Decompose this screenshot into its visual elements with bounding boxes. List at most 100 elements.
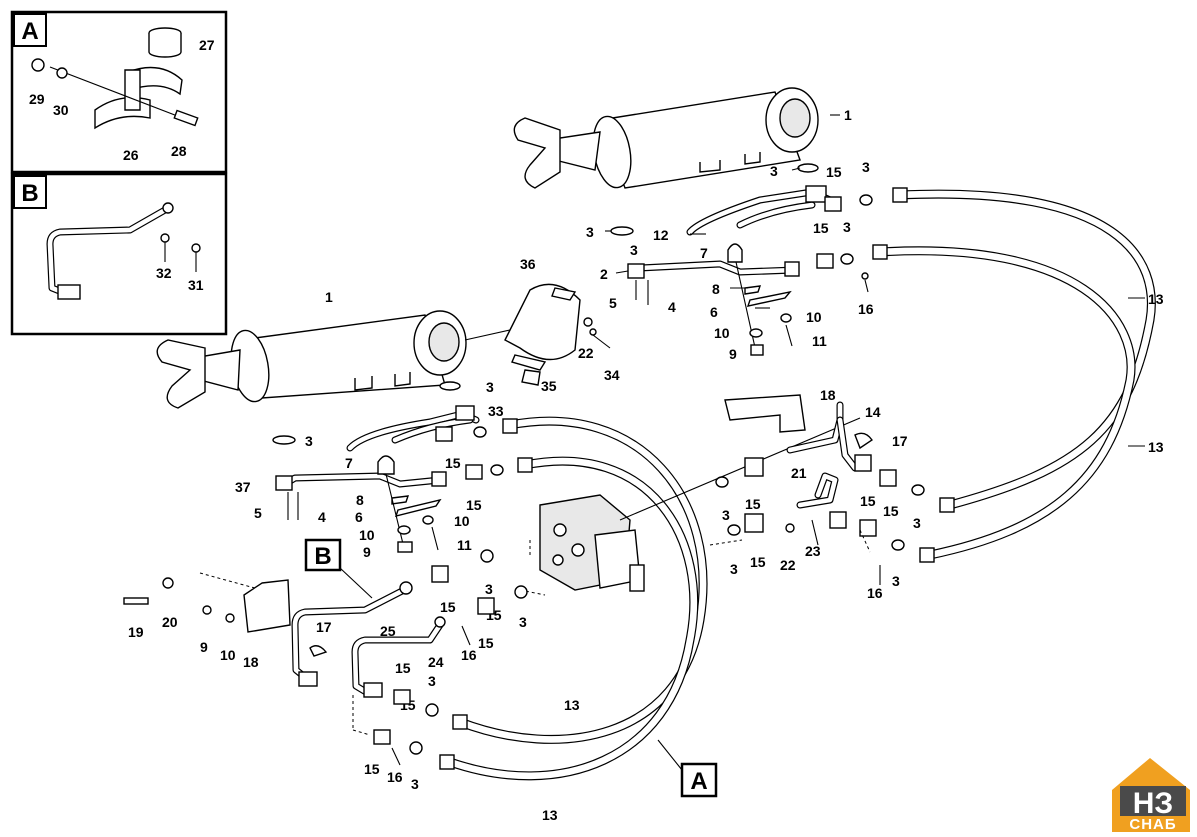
logo-text: СНАБ <box>1129 816 1176 832</box>
callout-10-lower-a: 10 <box>454 513 470 529</box>
callout-16-right: 16 <box>867 585 883 601</box>
callout-15-k: 15 <box>395 660 411 676</box>
callout-8-upper: 8 <box>712 281 720 297</box>
callout-7-lower: 7 <box>345 455 353 471</box>
callout-13-b: 13 <box>1148 439 1164 455</box>
callout-15-h: 15 <box>883 503 899 519</box>
right-lines <box>709 394 925 585</box>
hose-fittings <box>439 187 955 770</box>
view-marker-b: B <box>304 538 373 599</box>
callout-13-a: 13 <box>1148 291 1164 307</box>
callout-15-a: 15 <box>826 164 842 180</box>
inset-a: A 27 29 30 26 28 <box>10 10 228 174</box>
callout-8-lower: 8 <box>356 492 364 508</box>
callout-20: 20 <box>162 614 178 630</box>
callout-16-left: 16 <box>461 647 477 663</box>
inset-a-letter: A <box>21 18 38 45</box>
callout-10-upper-b: 10 <box>714 325 730 341</box>
callout-3-f: 3 <box>486 379 494 395</box>
callout-13-c: 13 <box>564 697 580 713</box>
callout-4-upper: 4 <box>668 299 676 315</box>
view-marker-a: A <box>657 739 718 798</box>
callout-29: 29 <box>29 91 45 107</box>
callout-15-m: 15 <box>364 761 380 777</box>
upper-cylinder <box>513 87 819 189</box>
callout-15-l: 15 <box>478 635 494 651</box>
callout-3-k: 3 <box>892 573 900 589</box>
callout-5-lower: 5 <box>254 505 262 521</box>
callout-3-b: 3 <box>586 224 594 240</box>
callout-17-right: 17 <box>892 433 908 449</box>
callout-2: 2 <box>600 266 608 282</box>
callout-3-j: 3 <box>730 561 738 577</box>
callout-13-d: 13 <box>542 807 558 823</box>
callout-3-a: 3 <box>770 163 778 179</box>
snab-logo: НЗ СНАБ <box>1112 758 1190 833</box>
callout-9-left: 9 <box>200 639 208 655</box>
callout-3-d: 3 <box>843 219 851 235</box>
callout-3-g: 3 <box>305 433 313 449</box>
callout-10-left: 10 <box>220 647 236 663</box>
callout-3-e: 3 <box>630 242 638 258</box>
view-marker-a-letter: A <box>690 768 707 795</box>
inset-b: B 32 31 <box>10 172 228 336</box>
callout-15-d: 15 <box>466 497 482 513</box>
lower-tube-set <box>272 381 504 553</box>
callout-18-left: 18 <box>243 654 259 670</box>
callout-15-b: 15 <box>813 220 829 236</box>
callout-34: 34 <box>604 367 620 383</box>
callout-15-f: 15 <box>860 493 876 509</box>
callout-3-h: 3 <box>722 507 730 523</box>
callout-37: 37 <box>235 479 251 495</box>
callout-3-i: 3 <box>913 515 921 531</box>
upper-tube-set <box>610 163 873 356</box>
left-bottom-assembly <box>123 549 528 766</box>
callout-3-n: 3 <box>428 673 436 689</box>
callout-22-lower: 22 <box>578 345 594 361</box>
callout-1-lower: 1 <box>325 289 333 305</box>
callout-26: 26 <box>123 147 139 163</box>
callout-31: 31 <box>188 277 204 293</box>
callout-18-right: 18 <box>820 387 836 403</box>
callout-14: 14 <box>865 404 881 420</box>
callout-23: 23 <box>805 543 821 559</box>
callout-3-l: 3 <box>485 581 493 597</box>
callout-32: 32 <box>156 265 172 281</box>
lower-callouts: 36 1 22 34 35 3 33 3 7 15 37 15 8 5 4 6 … <box>235 256 620 560</box>
callout-4-lower: 4 <box>318 509 326 525</box>
callout-25: 25 <box>380 623 396 639</box>
callout-3-m: 3 <box>519 614 527 630</box>
callout-35: 35 <box>541 378 557 394</box>
callout-17-left: 17 <box>316 619 332 635</box>
upper-callouts: 1 3 3 15 3 12 15 3 3 7 2 8 5 4 6 10 10 1… <box>586 107 1164 455</box>
callout-27: 27 <box>199 37 215 53</box>
callout-33: 33 <box>488 403 504 419</box>
callout-3-c: 3 <box>862 159 870 175</box>
callout-9-upper: 9 <box>729 346 737 362</box>
hoses <box>445 189 1156 781</box>
callout-15-e: 15 <box>745 496 761 512</box>
callout-24: 24 <box>428 654 444 670</box>
callout-30: 30 <box>53 102 69 118</box>
callout-12: 12 <box>653 227 669 243</box>
callout-19: 19 <box>128 624 144 640</box>
callout-11-upper: 11 <box>812 333 827 349</box>
callout-1-upper: 1 <box>844 107 852 123</box>
callout-3-o: 3 <box>411 776 419 792</box>
callout-6-upper: 6 <box>710 304 718 320</box>
control-valve <box>519 417 861 596</box>
lower-cylinder <box>156 283 611 409</box>
callout-11-lower: 11 <box>457 537 472 553</box>
callout-5-upper: 5 <box>609 295 617 311</box>
callout-16-upper: 16 <box>858 301 874 317</box>
callout-28: 28 <box>171 143 187 159</box>
inset-b-letter: B <box>21 180 38 207</box>
callout-7-upper: 7 <box>700 245 708 261</box>
callout-36: 36 <box>520 256 536 272</box>
callout-16-bottom: 16 <box>387 769 403 785</box>
logo-glyph: НЗ <box>1133 787 1173 820</box>
upper-leaders <box>605 114 1145 447</box>
callout-10-lower-b: 10 <box>359 527 375 543</box>
